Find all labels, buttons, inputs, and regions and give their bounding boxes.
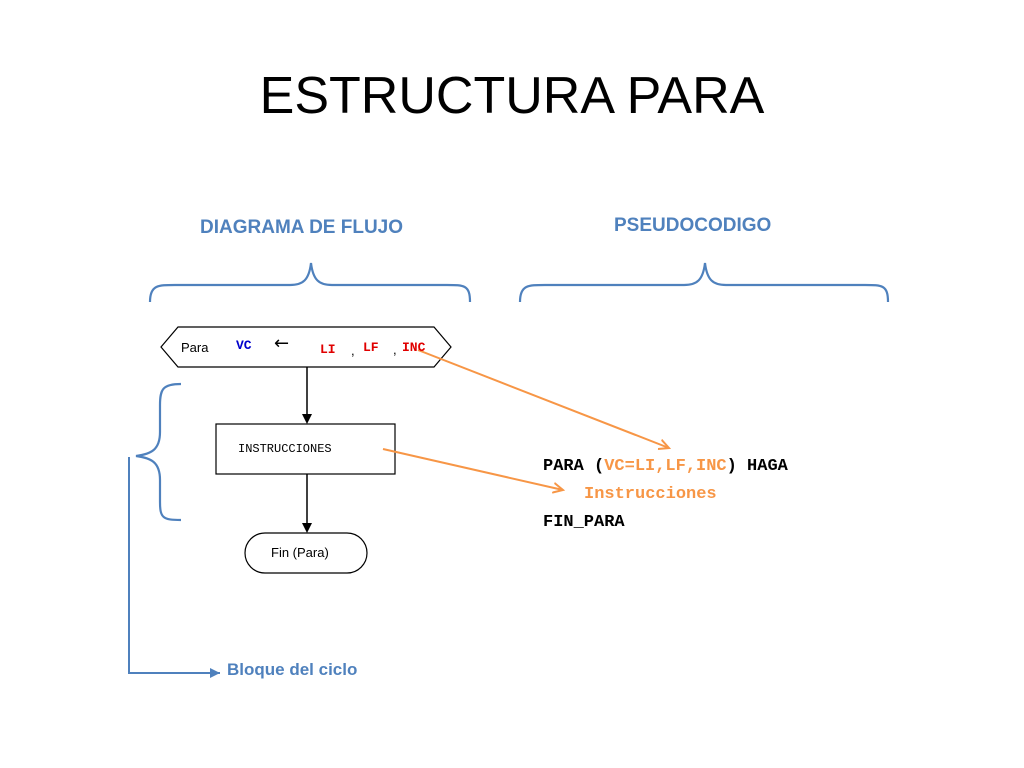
pseudocode-haga-keyword: ) HAGA (726, 457, 788, 476)
slide-title: ESTRUCTURA PARA (259, 67, 765, 125)
pseudocode-para-keyword: PARA ( (543, 457, 605, 476)
process-box (215, 423, 396, 475)
start-sep-1: , (351, 343, 355, 358)
start-hexagon (160, 326, 452, 368)
pseudocode-params: VC=LI,LF,INC (604, 457, 727, 476)
pseudocode-line-1: PARA (VC=LI,LF,INC) HAGA (543, 456, 788, 478)
start-sep-2: , (393, 342, 397, 357)
flowchart-brace (148, 262, 472, 303)
flowchart-heading: DIAGRAMA DE FLUJO (200, 217, 404, 238)
loop-block-label: Bloque del ciclo (227, 660, 358, 679)
start-inc: INC (402, 340, 426, 355)
start-variable: VC (236, 338, 252, 353)
mapping-arrow-params (417, 349, 669, 448)
assign-arrow-icon: ← (274, 333, 290, 354)
loop-connector (128, 457, 220, 678)
pseudocode-heading: PSEUDOCODIGO (614, 215, 772, 236)
start-keyword: Para (181, 340, 209, 355)
pseudocode-line-3: FIN_PARA (543, 513, 625, 532)
start-lf: LF (363, 340, 379, 355)
process-label: INSTRUCCIONES (238, 442, 332, 456)
pseudocode-line-2: Instrucciones (584, 485, 717, 504)
pseudocode-brace (518, 262, 890, 303)
start-li: LI (320, 342, 336, 357)
mapping-arrow-instructions (382, 448, 563, 490)
loop-brace (135, 382, 182, 522)
end-terminator (244, 532, 368, 574)
end-label: Fin (Para) (271, 545, 329, 560)
